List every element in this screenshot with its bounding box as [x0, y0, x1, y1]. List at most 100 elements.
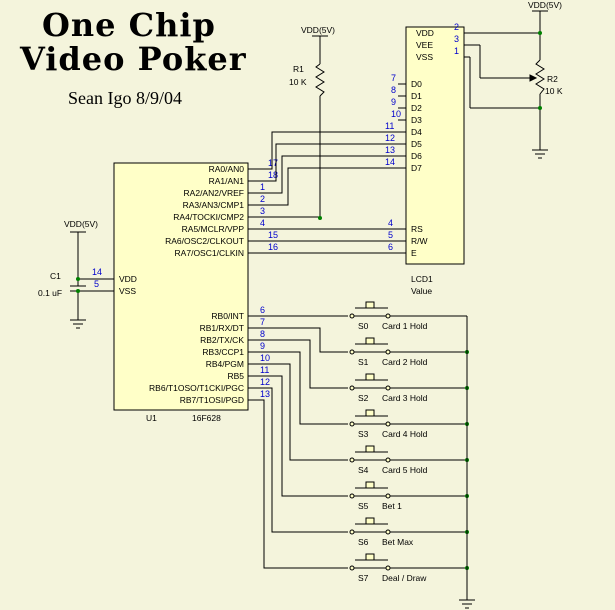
u1-pin-number: 18 [268, 170, 278, 180]
switch-terminal [385, 385, 391, 391]
junction-dot [76, 289, 80, 293]
switch-terminal [349, 313, 355, 319]
switch-ref: S3 [358, 429, 369, 439]
switch-label: Deal / Draw [382, 573, 427, 583]
lcd-pin-number: 9 [391, 97, 396, 107]
r1-supply: VDD(5V) [301, 25, 335, 35]
u1-pin-name: RB5 [227, 371, 244, 381]
switch-s3 [248, 351, 467, 425]
u1-pin-number: 2 [260, 194, 265, 204]
u1-pin-name: RB1/RX/DT [200, 323, 244, 333]
junction-dot [538, 106, 542, 110]
lcd-pin-name: D6 [411, 151, 422, 161]
bus-wire [248, 155, 406, 194]
r1-ref: R1 [293, 64, 304, 74]
u1-vss-name: VSS [119, 286, 136, 296]
u1-pin-number: 9 [260, 341, 265, 351]
lcd-pin-number: 14 [385, 157, 395, 167]
u1-pin-number: 12 [260, 377, 270, 387]
u1-pin-name: RB6/T1OSO/T1CKI/PGC [149, 383, 244, 393]
lcd-ref: LCD1 [411, 274, 433, 284]
u1-pin-number: 16 [268, 242, 278, 252]
switch-terminal [349, 385, 355, 391]
switch-terminal [385, 565, 391, 571]
lcd-pin-number: 2 [454, 22, 459, 32]
switch-terminal [349, 565, 355, 571]
u1-pin-number: 3 [260, 206, 265, 216]
junction-dot [76, 277, 80, 281]
u1-pin-number: 13 [260, 389, 270, 399]
lcd-pin-number: 1 [454, 46, 459, 56]
switch-s4 [248, 363, 467, 461]
switch-wire [248, 351, 348, 425]
lcd-body [405, 26, 465, 265]
switch-terminal [385, 421, 391, 427]
r2-potentiometer [464, 10, 548, 159]
lcd-pin-number: 8 [391, 85, 396, 95]
switch-ref: S2 [358, 393, 369, 403]
u1-pin-name: RA2/AN2/VREF [184, 188, 244, 198]
lcd-pin-name: D1 [411, 91, 422, 101]
switch-terminal [385, 529, 391, 535]
lcd-pin-number: 5 [388, 230, 393, 240]
switch-wire [248, 339, 348, 389]
lcd-pin-number: 11 [385, 121, 394, 131]
u1-pin-number: 11 [260, 365, 269, 375]
switch-ref: S1 [358, 357, 369, 367]
switch-ref: S7 [358, 573, 369, 583]
switch-s6 [248, 387, 467, 533]
switch-terminal [385, 457, 391, 463]
bus-wires [248, 131, 406, 254]
u1-pin-name: RB2/TX/CK [200, 335, 244, 345]
lcd-value: Value [411, 286, 432, 296]
switch-plunger [365, 373, 375, 381]
u1-pin-number: 6 [260, 305, 265, 315]
lcd-pin-number: 7 [391, 73, 396, 83]
switch-s5 [248, 375, 467, 497]
switch-plunger [365, 553, 375, 561]
author-date: Sean Igo 8/9/04 [68, 88, 182, 108]
switch-ref: S6 [358, 537, 369, 547]
u1-body [113, 162, 249, 411]
lcd-pin-number: 10 [391, 109, 401, 119]
u1-pin-number: 4 [260, 218, 265, 228]
c1-capacitor [70, 231, 114, 329]
u1-vdd-name: VDD [119, 274, 137, 284]
lcd-pin-name: D7 [411, 163, 422, 173]
r2-supply: VDD(5V) [528, 0, 562, 10]
lcd-pin-name: VDD [416, 28, 434, 38]
switch-wire [248, 387, 348, 533]
u1-pin-name: RB7/T1OSI/PGD [180, 395, 244, 405]
switch-plunger [365, 445, 375, 453]
lcd-pin-name: R/W [411, 236, 428, 246]
lcd-pin-number: 3 [454, 34, 459, 44]
u1-pin-name: RA0/AN0 [209, 164, 245, 174]
switch-s7 [248, 399, 467, 569]
c1-ref: C1 [50, 271, 61, 281]
u1-pin-name: RA1/AN1 [209, 176, 245, 186]
switch-plunger [365, 409, 375, 417]
lcd-pin-name: D4 [411, 127, 422, 137]
u1-pin-name: RA5/MCLR/VPP [182, 224, 245, 234]
lcd-pin-name: RS [411, 224, 423, 234]
u1-pin-name: RA3/AN3/CMP1 [183, 200, 245, 210]
switch-plunger [365, 301, 375, 309]
switch-wire [248, 399, 348, 569]
junction-dot [538, 31, 542, 35]
switch-plunger [365, 481, 375, 489]
switch-label: Bet 1 [382, 501, 402, 511]
u1-ref: U1 [146, 413, 157, 423]
lcd-pin-name: D2 [411, 103, 422, 113]
r2-value: 10 K [545, 86, 563, 96]
u1-pin-number: 10 [260, 353, 270, 363]
r2-ref: R2 [547, 74, 558, 84]
bus-wire [248, 143, 406, 182]
u1-pin-name: RA4/TOCKI/CMP2 [173, 212, 244, 222]
bus-wire [248, 167, 406, 206]
switch-terminal [349, 493, 355, 499]
